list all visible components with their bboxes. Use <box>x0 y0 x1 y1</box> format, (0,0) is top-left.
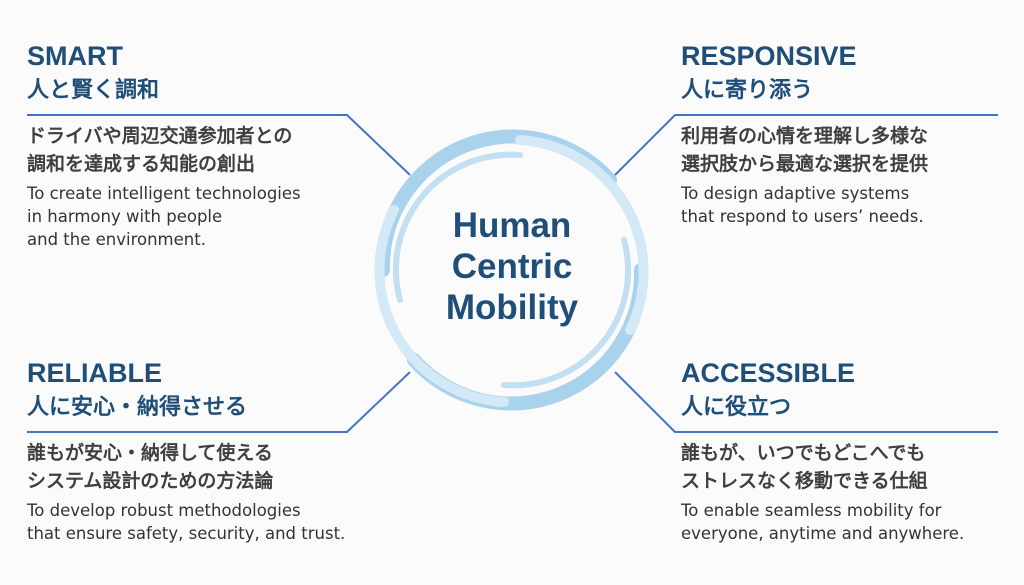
jp-line: 誰もが安心・納得して使える <box>27 442 273 464</box>
jp-line: ドライバや周辺交通参加者との <box>27 125 293 147</box>
block-accessible: ACCESSIBLE 人に役立つ 誰もが、いつでもどこへでもストレスなく移動でき… <box>681 357 1011 545</box>
jp-line: 調和を達成する知能の創出 <box>27 153 256 175</box>
connector-responsive <box>614 114 998 176</box>
block-title: RESPONSIVE <box>681 41 857 71</box>
block-title: ACCESSIBLE <box>681 358 856 388</box>
block-subtitle: 人と賢く調和 <box>27 78 160 103</box>
block-smart: SMART 人と賢く調和 ドライバや周辺交通参加者との調和を達成する知能の創出 … <box>27 40 357 251</box>
center-line-3: Mobility <box>445 288 579 327</box>
block-jp-description: 誰もが、いつでもどこへでもストレスなく移動できる仕組 <box>681 439 1011 495</box>
jp-line: 選択肢から最適な選択を提供 <box>681 153 929 175</box>
jp-line: システム設計のための方法論 <box>27 470 274 492</box>
block-jp-description: ドライバや周辺交通参加者との調和を達成する知能の創出 <box>27 122 357 178</box>
en-line: To develop robust methodologies <box>27 501 301 520</box>
connector-smart <box>27 114 411 176</box>
block-jp-description: 誰もが安心・納得して使えるシステム設計のための方法論 <box>27 439 357 495</box>
en-line: To enable seamless mobility for <box>681 501 942 520</box>
en-line: To design adaptive systems <box>681 184 910 203</box>
en-line: everyone, anytime and anywhere. <box>681 524 965 543</box>
block-title: RELIABLE <box>27 358 162 388</box>
ring-graphic <box>374 129 649 411</box>
block-title: SMART <box>27 41 123 71</box>
block-subtitle: 人に寄り添う <box>681 78 814 103</box>
block-responsive: RESPONSIVE 人に寄り添う 利用者の心情を理解し多様な選択肢から最適な選… <box>681 40 1011 228</box>
en-line: that respond to users’ needs. <box>681 207 924 226</box>
block-subtitle: 人に安心・納得させる <box>27 395 248 420</box>
connector-reliable <box>27 371 411 433</box>
block-en-description: To design adaptive systems that respond t… <box>681 182 1011 228</box>
jp-line: ストレスなく移動できる仕組 <box>681 470 928 492</box>
en-line: that ensure safety, security, and trust. <box>27 524 346 543</box>
en-line: and the environment. <box>27 230 206 249</box>
en-line: in harmony with people <box>27 207 223 226</box>
block-en-description: To create intelligent technologies in har… <box>27 182 357 251</box>
block-jp-description: 利用者の心情を理解し多様な選択肢から最適な選択を提供 <box>681 122 1011 178</box>
connector-accessible <box>614 371 998 433</box>
center-title: Human Centric Mobility <box>412 205 612 328</box>
block-subtitle: 人に役立つ <box>681 395 792 420</box>
block-reliable: RELIABLE 人に安心・納得させる 誰もが安心・納得して使えるシステム設計の… <box>27 357 357 545</box>
en-line: To create intelligent technologies <box>27 184 301 203</box>
block-en-description: To enable seamless mobility for everyone,… <box>681 499 1011 545</box>
block-en-description: To develop robust methodologies that ensu… <box>27 499 357 545</box>
jp-line: 利用者の心情を理解し多様な <box>681 125 929 147</box>
jp-line: 誰もが、いつでもどこへでも <box>681 442 926 464</box>
center-line-2: Centric <box>451 247 573 286</box>
center-line-1: Human <box>452 206 572 245</box>
